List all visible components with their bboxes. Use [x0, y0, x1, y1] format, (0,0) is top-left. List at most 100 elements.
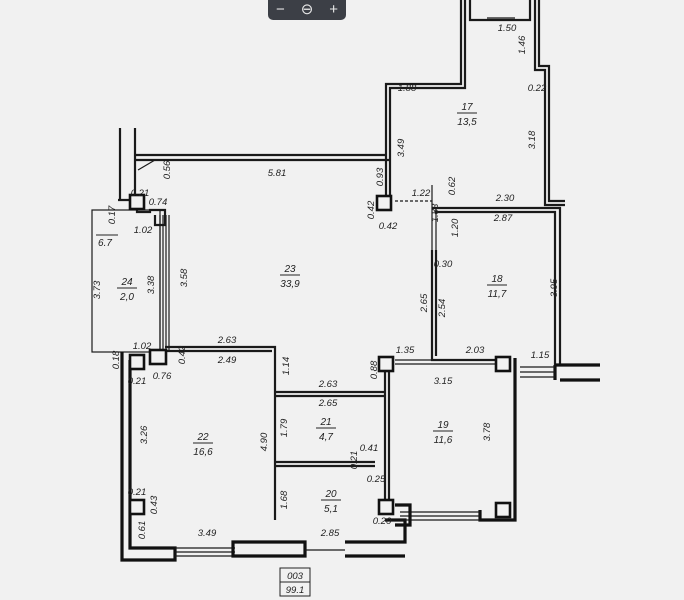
dimension-label: 0.42	[177, 345, 188, 364]
dimension-label: 0.74	[149, 197, 168, 208]
dimension-label: 6.7	[98, 238, 112, 249]
dimension-label: 2.87	[493, 213, 513, 224]
dimension-label: 5.81	[268, 168, 287, 179]
dimension-label: 21	[319, 417, 331, 428]
dimension-label: 1.35	[396, 345, 415, 356]
dimension-label: 3.95	[549, 278, 560, 297]
dimension-label: 4,7	[319, 432, 333, 443]
plan-mark	[478, 358, 517, 522]
plan-mark	[388, 0, 565, 207]
dimension-label: 0.76	[153, 371, 172, 382]
dimension-label: 2.65	[419, 293, 430, 313]
dimension-label: 0.22	[528, 83, 547, 94]
dimension-label: 22	[196, 432, 209, 443]
plan-mark	[400, 511, 480, 521]
zoom-reset-button[interactable]: ⊖	[300, 1, 314, 18]
zoom-in-button[interactable]: +	[329, 1, 338, 18]
plan-mark	[395, 503, 412, 527]
dimension-label: 1.79	[279, 418, 290, 437]
dimension-label: 11,6	[434, 435, 453, 446]
dimension-label: 3.78	[482, 422, 493, 441]
room-19: 19 11,6	[433, 420, 453, 446]
dimension-label: 0.21	[128, 376, 147, 387]
dimension-label: 0.30	[434, 259, 453, 270]
dimension-label: 0.43	[149, 495, 160, 514]
dimension-label: 1.68	[279, 490, 290, 509]
dimension-label: 2.65	[318, 398, 338, 409]
plan-mark	[118, 128, 137, 200]
dimension-label: 0.93	[375, 167, 386, 186]
dimension-label: 18	[491, 274, 503, 285]
dimension-label: 0.18	[111, 350, 122, 369]
plan-mark	[120, 352, 177, 562]
dimension-label: 3.49	[198, 528, 217, 539]
dimension-label: 0.21	[349, 451, 360, 470]
dimension-label: 0.41	[360, 443, 379, 454]
room-17: 17 13,5	[457, 102, 477, 128]
dimension-label: 1.14	[281, 357, 292, 376]
plan-mark	[377, 498, 395, 516]
dimension-label: 0.20	[373, 516, 392, 527]
plan-mark	[432, 206, 562, 365]
dimension-label: 2.63	[217, 335, 237, 346]
plan-mark	[148, 348, 168, 366]
plan-mark	[494, 355, 512, 373]
dimension-label: 2.49	[217, 355, 237, 366]
dimension-label: 1.50	[498, 23, 517, 34]
plan-mark	[384, 0, 565, 203]
dimension-label: 3.18	[527, 130, 538, 149]
unit-number: 003	[287, 571, 304, 582]
zoom-controls: − ⊖ +	[268, 0, 346, 20]
dimension-label: 20	[324, 489, 337, 500]
plan-mark	[275, 460, 375, 468]
dimension-label: 2.63	[318, 379, 338, 390]
plan-mark	[137, 159, 156, 171]
dimension-label: 3.15	[434, 376, 453, 387]
plan-mark	[383, 360, 391, 510]
dimension-label: 24	[120, 277, 133, 288]
dimension-label: 1.02	[134, 225, 153, 236]
dimension-label: 5,1	[324, 504, 338, 515]
dimension-label: 1.20	[450, 218, 461, 237]
dimension-label: 0.42	[366, 200, 377, 219]
dimension-label: 0.56	[162, 160, 173, 179]
plan-mark	[231, 540, 307, 558]
plan-mark	[377, 355, 395, 373]
plan-mark	[128, 353, 146, 371]
dimension-label: 0.42	[379, 221, 398, 232]
room-22: 22 16,6	[193, 432, 213, 458]
dimension-label: 33,9	[280, 279, 300, 290]
plan-mark	[375, 194, 393, 212]
plan-mark	[520, 366, 555, 378]
dimension-label: 0.17	[107, 205, 118, 224]
plan-mark	[128, 193, 146, 211]
dimension-label: 19	[437, 420, 449, 431]
dimension-label: 3.49	[396, 138, 407, 157]
dimension-labels: 1.50 1.46 1.88 0.22 3.49 3.18 5.81 0.56 …	[92, 23, 560, 539]
total-area: 99.1	[286, 585, 305, 596]
room-18: 18 11,7	[487, 274, 507, 300]
dimension-label: 2.54	[437, 299, 448, 319]
dimension-label: 11,7	[488, 289, 507, 300]
dimension-label: 3.38	[146, 275, 157, 294]
room-20: 205,1	[321, 489, 341, 515]
dimension-label: 2.03	[465, 345, 485, 356]
dimension-label: 4.90	[259, 432, 270, 451]
dimension-label: 13,5	[457, 117, 477, 128]
dimension-label: 17	[461, 102, 473, 113]
dimension-label: 16,6	[193, 447, 213, 458]
plan-mark	[494, 501, 512, 519]
dimension-label: 1.83	[430, 203, 441, 222]
room-21: 214,7	[316, 417, 336, 443]
dimension-label: 1.22	[412, 188, 431, 199]
zoom-out-button[interactable]: −	[275, 1, 285, 18]
balcony-area: 6.7	[96, 234, 118, 249]
plan-mark	[159, 215, 170, 350]
plan-mark	[135, 153, 390, 162]
dimension-label: 0.21	[128, 487, 147, 498]
dimension-label: 2.85	[320, 528, 340, 539]
dimension-label: 3.58	[179, 268, 190, 287]
